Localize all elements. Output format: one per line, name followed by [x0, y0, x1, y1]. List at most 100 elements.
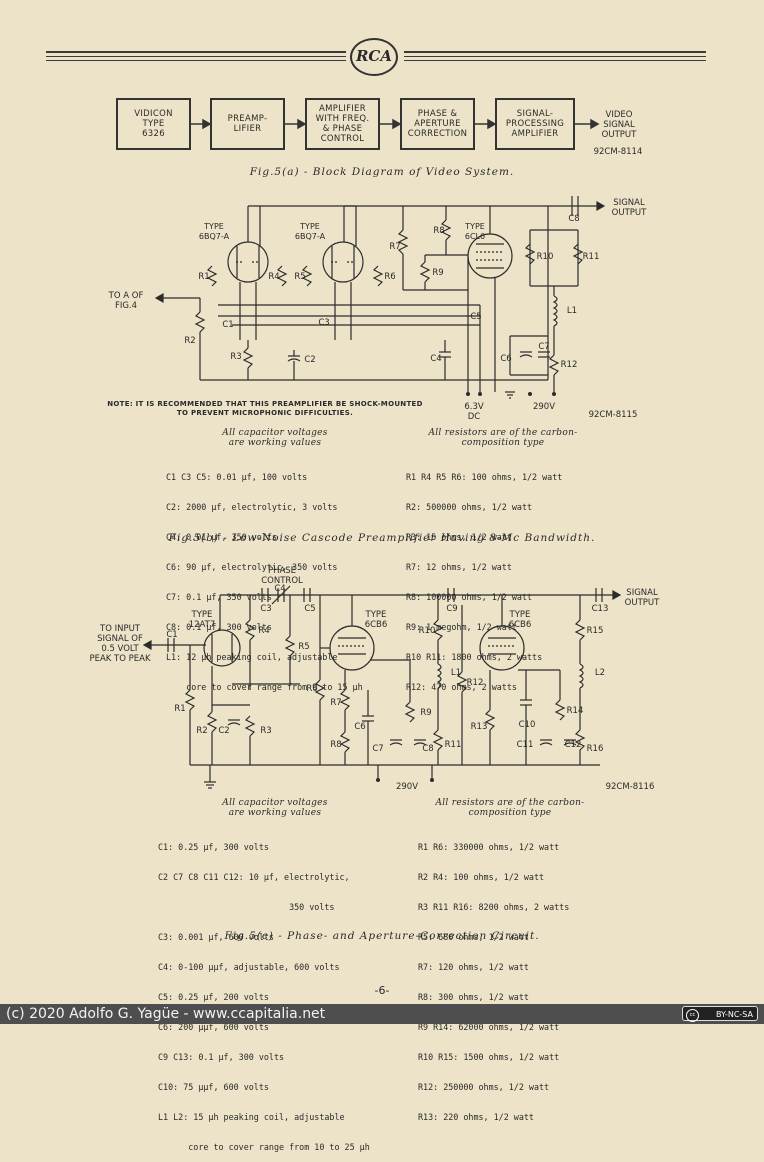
fig-c-c7: C7 — [372, 744, 384, 754]
header-rule-left-top — [46, 51, 346, 53]
fig-b-c7: C7 — [538, 342, 550, 352]
fig-c-tube3-label: TYPE 6CB6 — [508, 610, 532, 630]
fig-c-caption: Fig.5(c) - Phase- and Aperture-Correctio… — [224, 930, 540, 942]
fig-c-cap-line: L1 L2: 15 µh peaking coil, adjustable — [158, 1112, 345, 1122]
fig-c-c9: C9 — [446, 604, 458, 614]
header-rule-left-third — [46, 60, 346, 61]
fig-b-tube3-label: TYPE 6CL6 — [464, 222, 486, 241]
fig-c-cap-line: C5: 0.25 µf, 200 volts — [158, 992, 269, 1002]
fig-b-tube1-label: TYPE 6BQ7-A — [198, 222, 230, 241]
fig-b-r11: R11 — [582, 252, 600, 262]
fig-c-r8: R8 — [330, 740, 342, 750]
fig-b-tube2-label: TYPE 6BQ7-A — [294, 222, 326, 241]
block-arrows — [191, 118, 600, 130]
fig-c-tube2-label: TYPE 6CB6 — [364, 610, 388, 630]
fig-b-r6: R6 — [384, 272, 396, 282]
fig-b-cap-heading: All capacitor voltages are working value… — [222, 428, 328, 448]
fig-c-c3: C3 — [260, 604, 272, 614]
fig-b-cap-line: C2: 2000 µf, electrolytic, 3 volts — [166, 502, 338, 512]
fig-a-code: 92CM-8114 — [593, 147, 643, 157]
fig-c-r9: R9 — [420, 708, 432, 718]
fig-b-code: 92CM-8115 — [588, 410, 638, 420]
block-phase-aperture-label: PHASE & APERTURE CORRECTION — [407, 109, 468, 139]
fig-c-r16: R16 — [586, 744, 604, 754]
copyright-text: (c) 2020 Adolfo G. Yagüe - www.ccapitali… — [6, 1006, 326, 1022]
fig-c-l1: L1 — [450, 668, 462, 678]
header-rule-right-bottom — [404, 56, 706, 57]
fig-c-res-line: R13: 220 ohms, 1/2 watt — [418, 1112, 534, 1122]
page-number: -6- — [374, 984, 390, 997]
fig-c-res-heading: All resistors are of the carbon- composi… — [435, 798, 585, 818]
cc-logo-icon: cc — [686, 1009, 699, 1022]
tube-6bq7a-2 — [322, 241, 364, 283]
video-signal-output-label: VIDEO SIGNAL OUTPUT — [601, 110, 637, 140]
fig-c-r6: R6 — [306, 684, 318, 694]
fig-c-r4: R4 — [258, 626, 270, 636]
fig-c-cap-line: core to cover range from 10 to 25 µh — [158, 1142, 370, 1152]
fig-b-signal-output: SIGNAL OUTPUT — [611, 198, 647, 218]
fig-c-res-line: R7: 120 ohms, 1/2 watt — [418, 962, 529, 972]
fig-c-schematic — [142, 585, 622, 789]
block-vidicon-label: VIDICON TYPE 6326 — [134, 109, 173, 139]
fig-c-cap-line: C10: 75 µµf, 600 volts — [158, 1082, 269, 1092]
fig-c-c1: C1 — [166, 630, 178, 640]
fig-c-res-line: R10 R15: 1500 ohms, 1/2 watt — [418, 1052, 560, 1062]
fig-c-r13: R13 — [470, 722, 488, 732]
fig-c-c4: C4 — [274, 584, 286, 594]
fig-c-cap-line: 350 volts — [158, 902, 335, 912]
fig-b-cap-line: C6: 90 µf, electrolytic, 350 volts — [166, 562, 338, 572]
fig-c-code: 92CM-8116 — [605, 782, 655, 792]
fig-b-c6: C6 — [500, 354, 512, 364]
fig-b-cap-line: C7: 0.1 µf, 350 volts — [166, 592, 272, 602]
fig-b-c3: C3 — [318, 318, 330, 328]
fig-c-c2: C2 — [218, 726, 230, 736]
fig-b-cap-list: C1 C3 C5: 0.01 µf, 100 volts C2: 2000 µf… — [166, 452, 363, 702]
fig-c-c5: C5 — [304, 604, 316, 614]
fig-c-c10: C10 — [518, 720, 536, 730]
fig-c-cap-line: C4: 0-100 µµf, adjustable, 600 volts — [158, 962, 340, 972]
fig-b-r5: R5 — [294, 272, 306, 282]
fig-c-res-list: R1 R6: 330000 ohms, 1/2 watt R2 R4: 100 … — [418, 822, 569, 1132]
fig-b-r8: R8 — [433, 226, 445, 236]
tube-12at7 — [203, 629, 241, 667]
cc-license-badge[interactable]: cc BY-NC-SA — [682, 1006, 758, 1022]
fig-c-r14: R14 — [566, 706, 584, 716]
tube-6cb6-2 — [479, 625, 525, 671]
fig-c-r7: R7 — [330, 698, 342, 708]
fig-b-r10: R10 — [536, 252, 554, 262]
block-vidicon: VIDICON TYPE 6326 — [116, 98, 191, 150]
fig-c-c13: C13 — [591, 604, 609, 614]
fig-c-res-line: R8: 300 ohms, 1/2 watt — [418, 992, 529, 1002]
fig-b-r12: R12 — [560, 360, 578, 370]
fig-b-res-line: R3: 15 ohms, 1/2 watt — [406, 532, 512, 542]
fig-c-r15: R15 — [586, 626, 604, 636]
fig-b-cap-line: C1 C3 C5: 0.01 µf, 100 volts — [166, 472, 308, 482]
fig-c-res-line: R1 R6: 330000 ohms, 1/2 watt — [418, 842, 560, 852]
tube-6cb6-1 — [329, 625, 375, 671]
fig-c-c6: C6 — [354, 722, 366, 732]
fig-b-cap-line: C4: 0.01 µf, 350 volts — [166, 532, 277, 542]
fig-c-tube1-label: TYPE 12AT7 — [188, 610, 216, 630]
fig-c-r12: R12 — [466, 678, 484, 688]
fig-c-cap-line: C3: 0.001 µf, 600 volts — [158, 932, 274, 942]
block-signal-processing-label: SIGNAL- PROCESSING AMPLIFIER — [505, 109, 565, 139]
fig-b-c1: C1 — [222, 320, 234, 330]
fig-c-phase-control: PHASE CONTROL — [261, 566, 303, 586]
fig-c-res-line: R12: 250000 ohms, 1/2 watt — [418, 1082, 550, 1092]
fig-c-signal-output: SIGNAL OUTPUT — [624, 588, 660, 608]
fig-c-cap-line: C2 C7 C8 C11 C12: 10 µf, electrolytic, — [158, 872, 350, 882]
fig-c-cap-line: C9 C13: 0.1 µf, 300 volts — [158, 1052, 285, 1062]
fig-b-schematic — [154, 196, 606, 399]
fig-b-c4: C4 — [430, 354, 442, 364]
cc-license-text: BY-NC-SA — [715, 1010, 753, 1019]
fig-c-res-line: R2 R4: 100 ohms, 1/2 watt — [418, 872, 545, 882]
fig-c-c12: C12 — [564, 740, 582, 750]
fig-c-res-line: R3 R11 R16: 8200 ohms, 2 watts — [418, 902, 570, 912]
fig-c-l2: L2 — [594, 668, 606, 678]
rca-logo: RCA — [350, 38, 398, 76]
fig-b-res-line: R1 R4 R5 R6: 100 ohms, 1/2 watt — [406, 472, 563, 482]
fig-b-to-a-of: TO A OF FIG.4 — [108, 291, 144, 311]
fig-c-res-line: R5: 680 ohms, 1/2 watt — [418, 932, 529, 942]
fig-c-cap-heading: All capacitor voltages are working value… — [222, 798, 328, 818]
fig-c-r2: R2 — [196, 726, 208, 736]
